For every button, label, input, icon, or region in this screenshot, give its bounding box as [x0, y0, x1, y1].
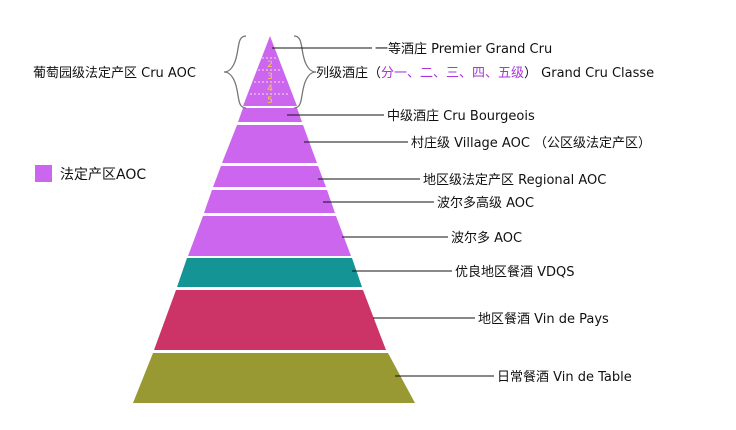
- tier-bordeaux-superieur: [204, 190, 335, 213]
- label-grand-cru-classe: 列级酒庄（分一、二、三、四、五级） Grand Cru Classe: [316, 65, 654, 81]
- tier-regional-aoc: [213, 166, 326, 187]
- label-village-aoc: 村庄级 Village AOC （公区级法定产区）: [411, 135, 651, 151]
- label-cru-bourgeois: 中级酒庄 Cru Bourgeois: [387, 108, 535, 124]
- rank-number-5: 5: [267, 96, 273, 106]
- label-cru-aoc: 葡萄园级法定产区 Cru AOC: [33, 66, 196, 81]
- rank-number-2: 2: [267, 60, 273, 70]
- right-brace: [293, 35, 317, 109]
- rank-number-3: 3: [267, 72, 273, 82]
- rank-number-4: 4: [267, 84, 273, 94]
- tier-vdqs: [177, 258, 362, 287]
- label-vdqs: 优良地区餐酒 VDQS: [455, 264, 575, 280]
- tier-village-aoc: [222, 125, 317, 163]
- tier-top-section: [243, 36, 297, 106]
- legend-label: 法定产区AOC: [60, 167, 146, 183]
- tier-bordeaux-aoc: [188, 216, 351, 256]
- tier-vin-de-table: [133, 353, 415, 403]
- tier-cru-bourgeois: [238, 108, 302, 122]
- label-bordeaux-aoc: 波尔多 AOC: [451, 230, 522, 246]
- label-vin-de-table: 日常餐酒 Vin de Table: [497, 369, 632, 385]
- left-brace: [223, 35, 247, 109]
- label-regional-aoc: 地区级法定产区 Regional AOC: [423, 173, 606, 188]
- legend-swatch: [35, 165, 52, 182]
- label-vin-de-pays: 地区餐酒 Vin de Pays: [478, 311, 609, 327]
- tier-vin-de-pays: [154, 290, 386, 350]
- label-bordeaux-superieur: 波尔多高级 AOC: [437, 195, 534, 211]
- label-premier-grand-cru: 一等酒庄 Premier Grand Cru: [375, 41, 552, 57]
